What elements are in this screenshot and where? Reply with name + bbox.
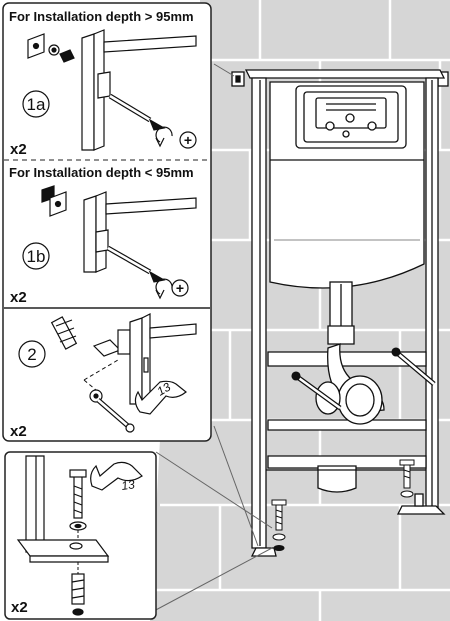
panel-1b: For Installation depth < 95mm 1b + x2: [9, 165, 197, 306]
wrench-icon-2: [134, 380, 187, 415]
frame-top-rail: [244, 69, 446, 79]
foot-right: [396, 505, 446, 515]
frame-profile-1b: [83, 195, 97, 273]
frame-profile-2: [129, 317, 143, 405]
step-label-2: 2: [27, 345, 36, 364]
floor-anchors: [271, 459, 415, 551]
step-label-1a: 1a: [27, 95, 46, 114]
plus-symbol-1b: +: [176, 280, 184, 296]
frame-leg: [25, 455, 45, 553]
step-badge-2: [18, 340, 46, 368]
wrench-icon-3: [90, 461, 143, 491]
wrench-size-3: 13: [120, 477, 135, 493]
panel-1a-header: For Installation depth > 95mm: [9, 9, 194, 24]
drain-pipe: [317, 465, 357, 493]
count-2: x2: [10, 423, 27, 440]
plus-icon: [179, 131, 197, 149]
count-1b: x2: [10, 289, 27, 306]
frame-lower-rail: [267, 419, 427, 431]
frame-profile-1a: [81, 33, 95, 151]
plus-symbol: +: [184, 132, 192, 148]
step-badge-1a: [22, 90, 50, 118]
count-3: x2: [11, 599, 28, 616]
frame-upright-left: [251, 77, 267, 549]
instruction-panel: [2, 2, 212, 442]
panel-1b-header: For Installation depth < 95mm: [9, 165, 194, 180]
callout-lines: [151, 63, 273, 613]
plus-icon-1b: [171, 279, 189, 297]
count-1a: x2: [10, 141, 27, 158]
step-label-1b: 1b: [27, 247, 46, 266]
foot-plate: [16, 539, 110, 557]
floor-fixing-panel: 13 x2: [4, 451, 157, 620]
panel-1a: For Installation depth > 95mm 1a + x2: [9, 9, 197, 158]
frame-mid-rail: [267, 351, 427, 367]
installation-frame: [231, 69, 449, 557]
wrench-size-2: 13: [155, 380, 174, 399]
nut-1a: [59, 49, 75, 63]
panel-2: 13 2 x2: [10, 313, 197, 440]
step-badge-1b: [22, 242, 50, 270]
